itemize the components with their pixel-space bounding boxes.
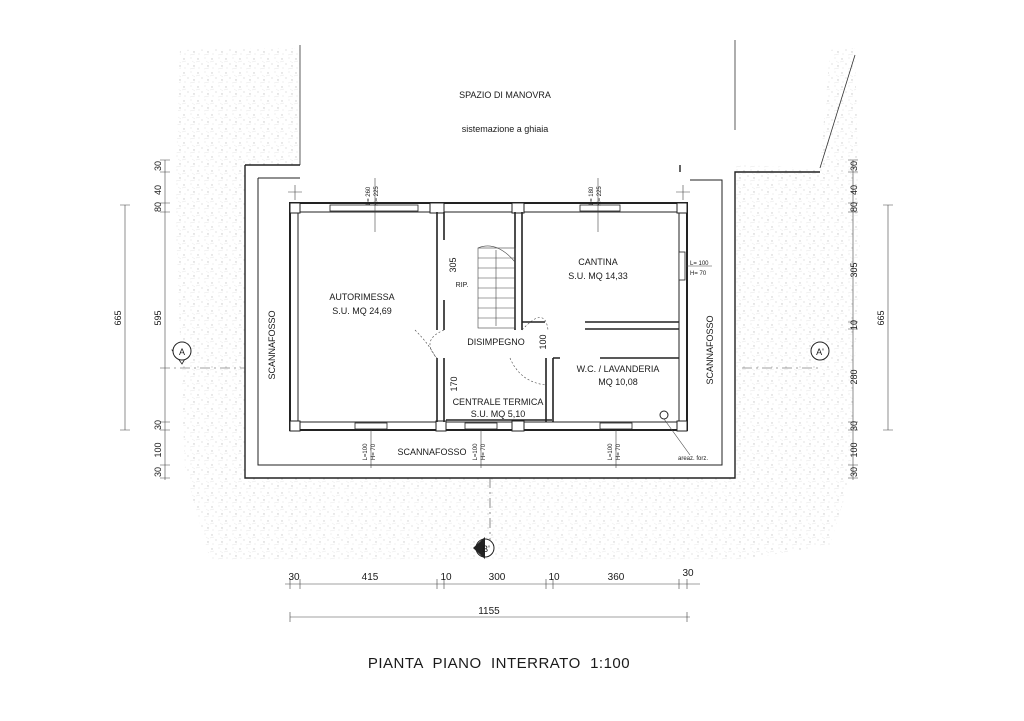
bottom-dim-2: 10 (440, 572, 452, 583)
left-dim-3: 595 (153, 310, 163, 325)
left-dim-5: 100 (153, 442, 163, 457)
internal-walls (436, 212, 679, 422)
win-cellar-right-l: L= 100 (690, 261, 709, 267)
section-lines (160, 367, 820, 540)
right-dim-2: 80 (849, 202, 859, 212)
right-dimension-chain: 30 40 80 305 10 280 30 100 30 665 (848, 159, 893, 480)
retaining-wall (244, 164, 820, 479)
garage-area: S.U. MQ 24,69 (332, 306, 392, 316)
laundry-name: W.C. / LAVANDERIA (577, 364, 660, 374)
door-swings (414, 317, 549, 386)
bottom-dim-6: 30 (682, 568, 694, 579)
vent-leader (663, 418, 691, 456)
dim-inner-305: 305 (448, 257, 458, 272)
win-bottom-mid-l: L=100 (473, 443, 479, 461)
bottom-dimension-chain: 30 415 10 300 10 360 30 1155 (285, 568, 700, 622)
bottom-dim-3: 300 (489, 572, 506, 583)
retaining-wall-inner (257, 177, 723, 466)
building-outer-wall (289, 202, 688, 431)
win-bottom-left-l: L=100 (363, 443, 369, 461)
left-dim-6: 30 (153, 467, 163, 477)
win-bottom-left-h: H= 70 (371, 443, 377, 460)
win-bottom-right-l: L=100 (608, 443, 614, 461)
hall-name: DISIMPEGNO (467, 337, 525, 347)
win-cellar-top-l: L= 180 (589, 186, 595, 205)
ditch-label-bottom: SCANNAFOSSO (397, 447, 466, 457)
win-bottom-mid-h: H= 70 (481, 443, 487, 460)
left-dim-0: 30 (153, 161, 163, 171)
cellar-name: CANTINA (578, 257, 618, 267)
section-marker-b-prime: B' (473, 537, 495, 559)
right-dim-4: 10 (849, 320, 859, 330)
vent-note: areaz. forz. (678, 456, 708, 462)
win-garage-top-h: H= 225 (374, 186, 380, 206)
maneuver-label: SPAZIO DI MANOVRA (459, 90, 551, 100)
drawing-title: PIANTA PIANO INTERRATO 1:100 (368, 655, 630, 672)
bottom-dim-5: 360 (608, 572, 625, 583)
left-dim-total: 665 (113, 310, 123, 325)
right-dim-5: 280 (849, 369, 859, 384)
right-dim-total: 665 (876, 310, 886, 325)
gravel-label: sistemazione a ghiaia (462, 124, 549, 134)
ground-line-diagonal (819, 54, 856, 169)
cellar-area: S.U. MQ 14,33 (568, 271, 628, 281)
bottom-dim-4: 10 (548, 572, 560, 583)
section-b-prime-label: B' (482, 544, 490, 554)
left-dimension-chain: 30 40 80 595 30 100 30 665 (113, 159, 170, 480)
right-dim-3: 305 (849, 262, 859, 277)
corner-marks (288, 185, 690, 200)
right-dim-7: 100 (849, 442, 859, 457)
left-dim-4: 30 (153, 420, 163, 430)
staircase (477, 245, 516, 329)
right-dim-6: 30 (849, 421, 859, 431)
win-cellar-right-h: H= 70 (690, 271, 707, 277)
right-dim-0: 30 (849, 161, 859, 171)
vent-symbol (659, 410, 669, 420)
section-a-label: A (179, 347, 185, 357)
boiler-name: CENTRALE TERMICA (453, 397, 544, 407)
windows (329, 204, 686, 430)
terrain-left (175, 48, 300, 560)
left-dim-1: 40 (153, 185, 163, 195)
right-dim-8: 30 (849, 467, 859, 477)
boiler-area: S.U. MQ 5,10 (471, 409, 526, 419)
bottom-dim-1: 415 (362, 572, 379, 583)
win-garage-top-l: L= 260 (366, 186, 372, 205)
dim-inner-100: 100 (538, 334, 548, 349)
win-bottom-right-h: H= 70 (616, 443, 622, 460)
storage-name: RIP. (456, 282, 469, 289)
section-marker-a: A (171, 341, 192, 365)
garage-name: AUTORIMESSA (329, 292, 394, 302)
ditch-label-left: SCANNAFOSSO (267, 310, 277, 379)
ditch-label-right: SCANNAFOSSO (705, 315, 715, 384)
building-inner-wall (297, 211, 680, 423)
section-marker-a-prime: A' (810, 341, 830, 361)
terrain-right (735, 48, 860, 560)
bottom-dim-total: 1155 (478, 606, 500, 617)
bottom-dim-0: 30 (288, 572, 300, 583)
right-dim-1: 40 (849, 185, 859, 195)
dim-inner-170: 170 (449, 376, 459, 391)
left-dim-2: 80 (153, 202, 163, 212)
terrain-bottom (300, 478, 740, 560)
laundry-area: MQ 10,08 (598, 377, 638, 387)
win-cellar-top-h: H= 225 (597, 186, 603, 206)
section-a-prime-label: A' (816, 347, 824, 357)
window-labels: L= 260 H= 225 L= 180 H= 225 L= 100 H= 70… (363, 178, 712, 468)
